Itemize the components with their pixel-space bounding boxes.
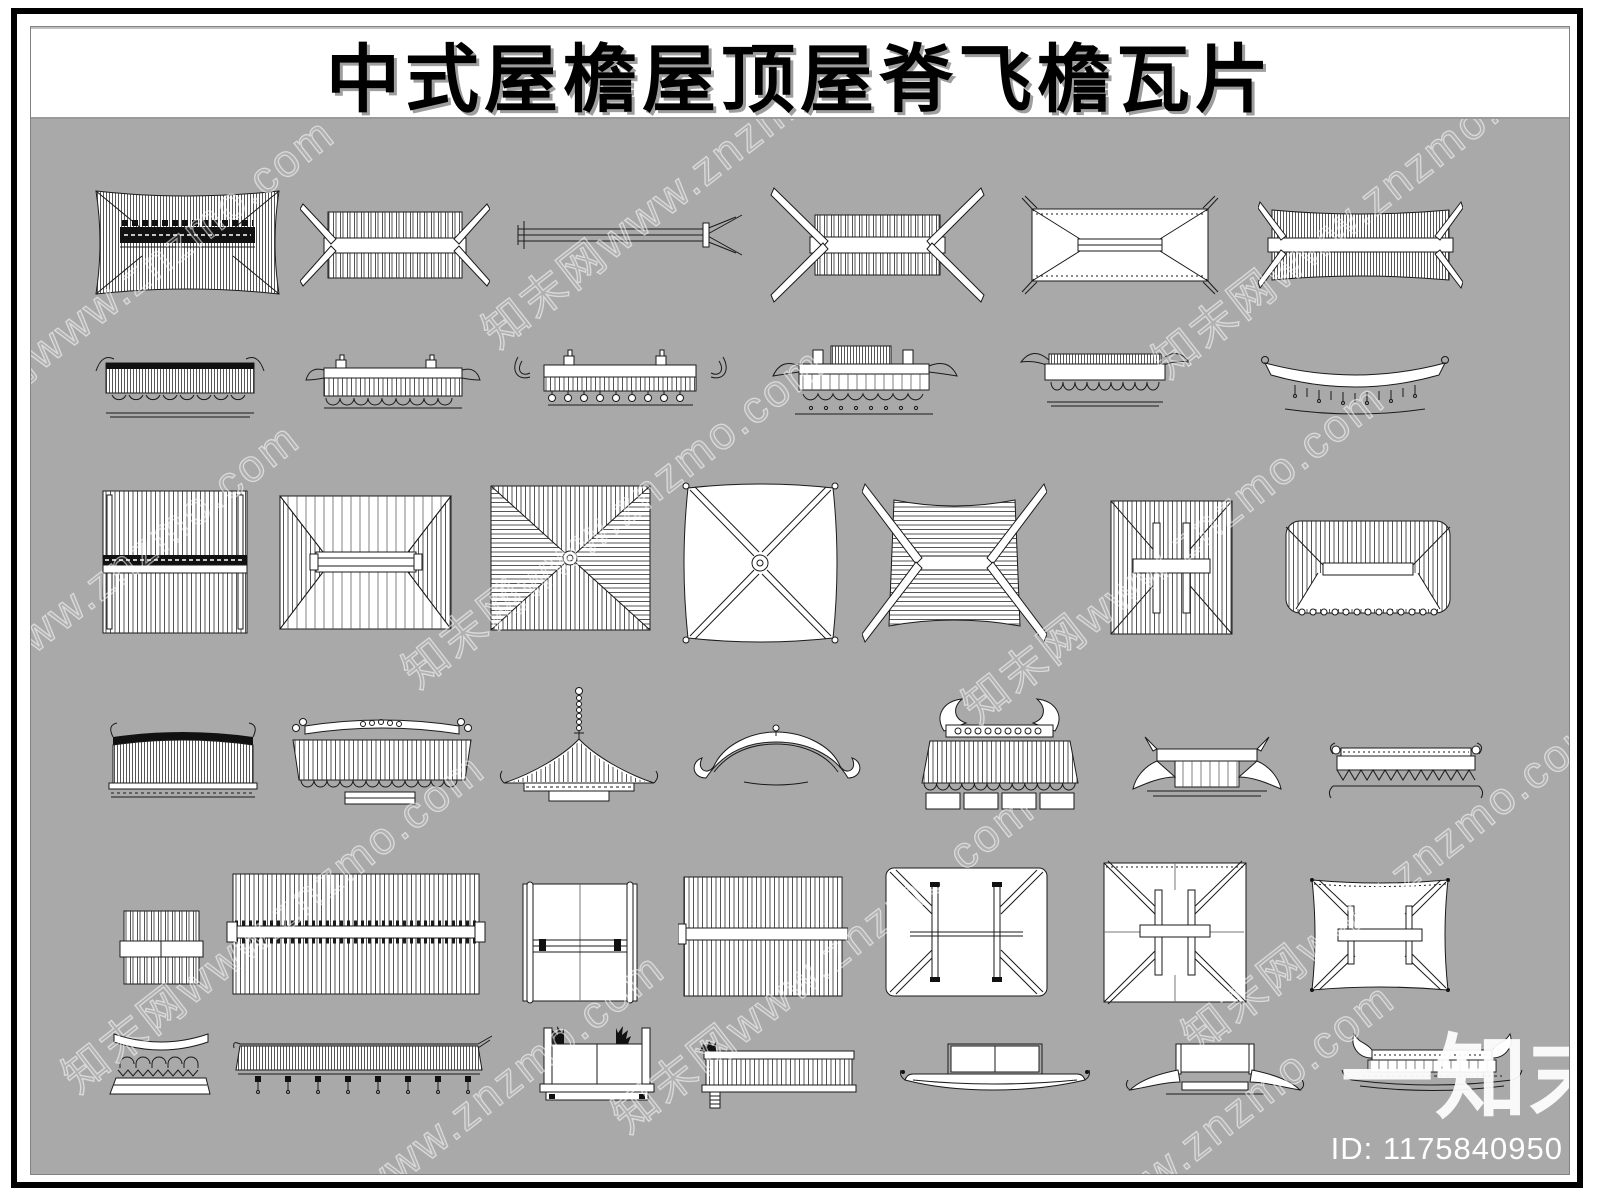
- ridge-plan-x-ends: [300, 203, 490, 287]
- pyramidal-roof-plan: [490, 485, 651, 631]
- curled-eave-elevation: [693, 724, 861, 786]
- ridge-box-dragon-finials: [539, 1026, 655, 1101]
- ridge-elevation-scrolled-ends: [1019, 353, 1191, 407]
- page-title: 中式屋檐屋顶屋脊飞檐瓦片: [326, 39, 1274, 122]
- ridge-beam-plan: [517, 214, 743, 256]
- plain-roof-plan-side-poles: [522, 881, 638, 1004]
- eave-elevation-bracketed: [95, 357, 265, 418]
- two-tier-eave-elevation: [292, 718, 472, 805]
- toothed-eave-elevation: [1328, 742, 1484, 799]
- ridge-elevation-comb: [772, 345, 958, 415]
- scalloped-eave-elevation: [109, 1033, 211, 1095]
- small-tile-panel-plan: [119, 910, 204, 985]
- spire-roof-elevation: [499, 687, 659, 802]
- hip-roof-plan-dark-ridge: [95, 190, 280, 295]
- title-bar: 中式屋檐屋顶屋脊飞檐瓦片: [31, 27, 1569, 122]
- ridge-plan-long-x: [770, 187, 985, 303]
- winged-base-ridge-elevation: [1125, 1043, 1305, 1095]
- square-plan-x-h-frame: [1103, 860, 1247, 1005]
- eave-elevation-dark-band: [108, 722, 258, 798]
- ribbed-eave-hook-elevation: [700, 1041, 857, 1109]
- image-id-label: ID: 1175840950: [1330, 1131, 1563, 1166]
- hip-roof-plan-outline: [1021, 195, 1219, 295]
- curved-eave-tassels: [1261, 356, 1449, 415]
- winged-ridge-elevation: [921, 698, 1079, 810]
- wide-tile-panel-plan: [226, 873, 486, 995]
- drawing-canvas: 知末网www.znzmo.com 知末网www.znzmo.com 知末网www…: [31, 119, 1569, 1174]
- gate-roof-elevation: [1132, 736, 1282, 797]
- concave-plan-h-frame: [1310, 878, 1450, 992]
- pavilion-plan-h-frame: [885, 867, 1048, 997]
- swallowtail-ridge-elevation: [514, 349, 727, 406]
- hip-roof-plan-x-arms: [862, 482, 1047, 644]
- pavilion-roof-plan: [682, 482, 839, 644]
- upturned-ridge-elevation: [1341, 1032, 1523, 1091]
- hip-gable-roof-plan: [278, 495, 453, 630]
- tile-panel-center-ridge: [678, 876, 848, 997]
- ridge-elevation-ornaments: [305, 354, 481, 409]
- rounded-roof-plan-scalloped: [1285, 520, 1451, 616]
- boat-base-ridge-elevation: [900, 1043, 1090, 1091]
- gable-roof-plan: [102, 490, 248, 634]
- square-roof-plan-h-ridge: [1110, 500, 1233, 635]
- long-eave-tassels-elevation: [233, 1035, 493, 1094]
- ridge-plan-dense-hatch: [1258, 200, 1463, 290]
